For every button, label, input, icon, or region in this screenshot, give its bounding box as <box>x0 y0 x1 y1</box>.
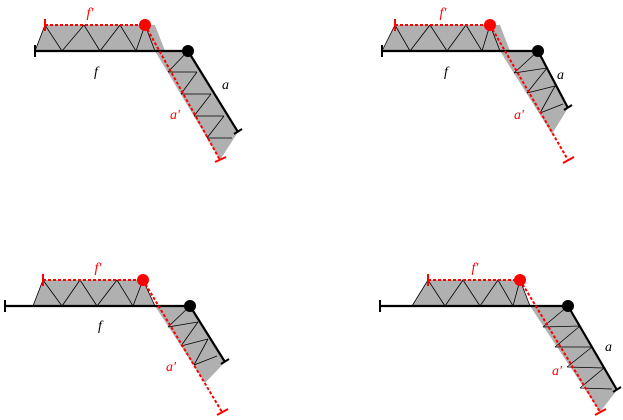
f-prime-label: f' <box>87 6 95 21</box>
a-prime-label: a' <box>170 108 181 123</box>
a-prime-track <box>519 279 601 413</box>
a-end-tick <box>220 358 230 365</box>
diagonal-strip-triangles <box>167 305 218 366</box>
black-joint <box>184 300 196 312</box>
a-end-tick <box>563 104 573 111</box>
panel-bottom-right: f' a a' <box>379 261 622 416</box>
a-prime-end-tick <box>214 156 227 163</box>
panel-bottom-left: f' f a' <box>4 261 230 416</box>
red-joint <box>137 274 149 286</box>
a-prime-track <box>489 24 569 161</box>
f-label: f <box>444 65 450 80</box>
diagonal-strip-triangles <box>513 50 564 114</box>
black-joint <box>182 45 194 57</box>
a-track <box>537 50 569 109</box>
a-end-tick <box>612 386 622 393</box>
a-prime-end-tick <box>562 156 575 164</box>
f-label: f <box>94 65 100 80</box>
a-prime-track <box>144 24 221 161</box>
black-joint <box>532 45 544 57</box>
a-track <box>189 305 226 363</box>
f-prime-label: f' <box>95 261 103 276</box>
diagonal-triangle-strip <box>530 306 617 412</box>
a-prime-label: a' <box>552 364 563 379</box>
horizontal-triangle-strip <box>412 280 530 306</box>
a-prime-track <box>142 279 223 413</box>
red-joint <box>139 19 151 31</box>
red-joint <box>514 274 526 286</box>
diagonal-triangle-strip <box>500 51 568 134</box>
diagonal-triangle-strip <box>155 306 225 383</box>
panel-top-right: f' f a a' <box>381 6 575 164</box>
a-prime-label: a' <box>514 108 525 123</box>
f-label: f <box>98 319 104 334</box>
horizontal-triangle-strip <box>33 280 155 306</box>
a-label: a <box>222 78 229 93</box>
diagonal-triangle-strip <box>155 51 238 160</box>
a-track <box>567 305 618 391</box>
black-joint <box>562 300 574 312</box>
panel-top-left: f' f a a' <box>34 6 243 163</box>
f-prime-label: f' <box>472 261 480 276</box>
a-prime-end-tick <box>594 408 607 416</box>
a-prime-end-tick <box>216 408 229 416</box>
a-label: a <box>605 340 612 355</box>
a-end-tick <box>233 128 243 135</box>
a-prime-label: a' <box>166 360 177 375</box>
red-joint <box>484 19 496 31</box>
a-track <box>187 50 239 133</box>
f-prime-label: f' <box>440 6 448 21</box>
a-label: a <box>557 68 564 83</box>
